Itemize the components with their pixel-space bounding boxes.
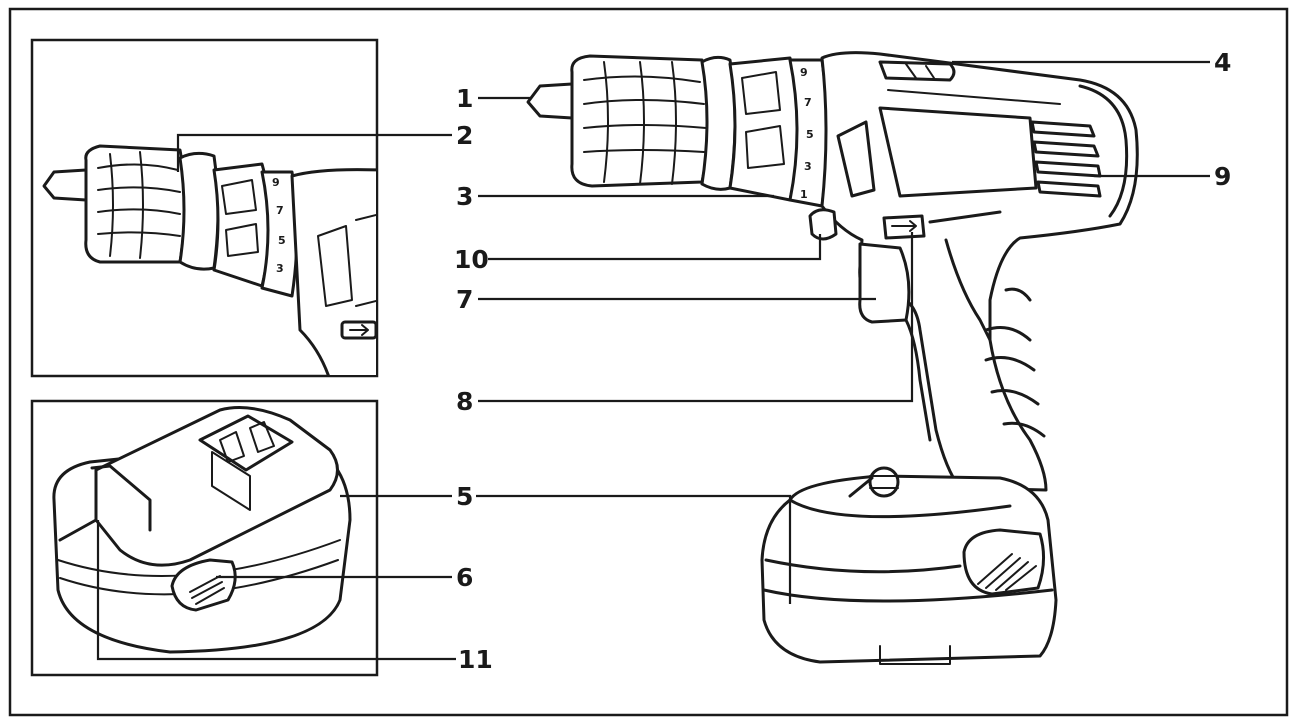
inset-scale-mark: 3 xyxy=(276,262,284,275)
battery-pack-drawing xyxy=(52,406,352,654)
drill-main-drawing: 9 7 5 3 1 xyxy=(526,51,1139,665)
battery-pack-inset xyxy=(30,399,379,677)
drill-bit xyxy=(526,82,574,120)
callout-3: 3 xyxy=(456,182,473,211)
leader-8 xyxy=(478,232,914,403)
torque-scale-mark: 9 xyxy=(800,66,808,79)
callout-9: 9 xyxy=(1214,162,1231,191)
torque-scale-mark: 7 xyxy=(804,96,812,109)
battery-base xyxy=(760,474,1058,664)
leader-5 xyxy=(340,494,792,604)
callout-5: 5 xyxy=(456,482,473,511)
callout-10: 10 xyxy=(454,245,489,274)
leader-10 xyxy=(488,234,822,261)
torque-scale-mark: 3 xyxy=(804,160,812,173)
callout-8: 8 xyxy=(456,387,473,416)
chuck-closeup-drawing: 9 7 5 3 xyxy=(42,144,376,375)
callout-6: 6 xyxy=(456,563,473,592)
belt-clip-screw xyxy=(848,466,900,498)
callout-11: 11 xyxy=(458,645,493,674)
gear-selector xyxy=(878,60,956,82)
work-light xyxy=(808,208,838,241)
leader-2 xyxy=(176,133,452,172)
torque-scale-mark: 1 xyxy=(800,188,808,201)
callout-2: 2 xyxy=(456,121,473,150)
leader-lines xyxy=(96,60,1210,661)
inset-scale-mark: 9 xyxy=(272,176,280,189)
callout-numbers: 1 2 3 4 5 6 7 8 9 10 11 xyxy=(454,48,1231,674)
inset-frame-bottom xyxy=(30,399,379,677)
leader-11 xyxy=(96,520,456,661)
callout-1: 1 xyxy=(456,84,473,113)
trigger xyxy=(858,242,911,324)
inset-frame-top xyxy=(30,38,379,378)
chuck-closeup-inset: 9 7 5 3 xyxy=(30,38,379,378)
outer-frame xyxy=(8,7,1289,717)
callout-7: 7 xyxy=(456,285,473,314)
callout-4: 4 xyxy=(1214,48,1231,77)
inset-scale-mark: 5 xyxy=(278,234,286,247)
torque-scale-mark: 5 xyxy=(806,128,814,141)
inset-scale-mark: 7 xyxy=(276,204,284,217)
